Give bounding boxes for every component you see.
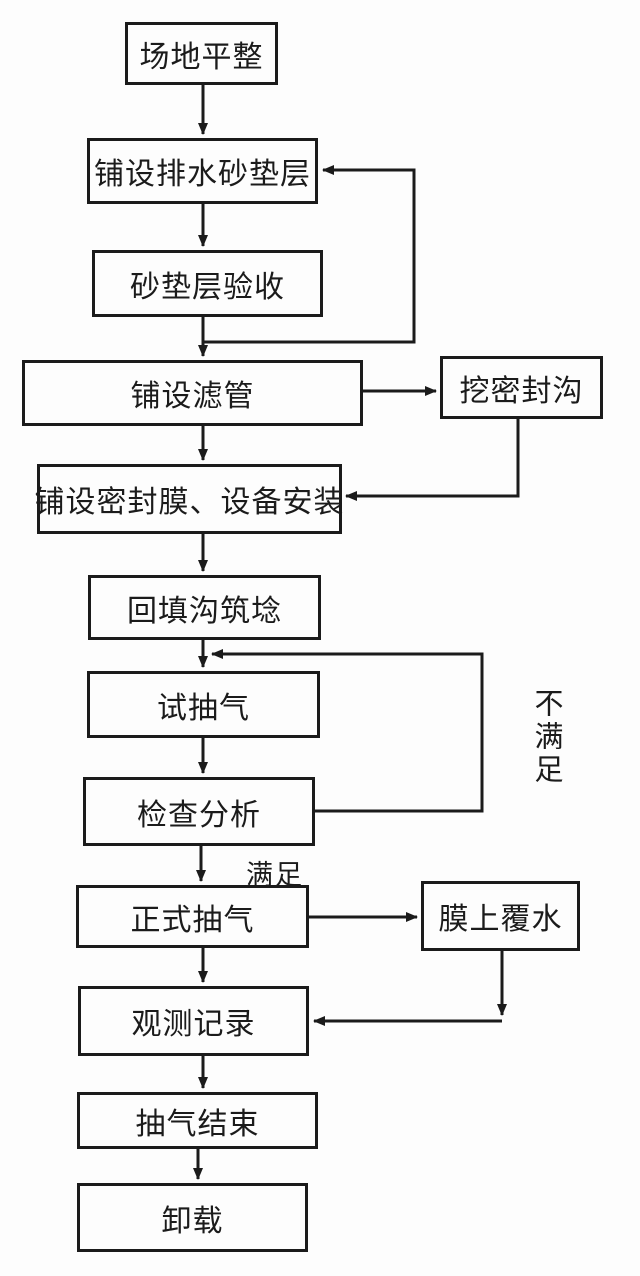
node-sand-cushion-acceptance: 砂垫层验收 <box>92 250 323 317</box>
node-air-pumping-end: 抽气结束 <box>77 1092 318 1149</box>
node-unloading: 卸载 <box>77 1183 308 1252</box>
node-lay-drainage-sand-cushion: 铺设排水砂垫层 <box>87 138 318 204</box>
edge-label-not-satisfied: 不满足 <box>530 688 564 787</box>
edge-sealing-trench-to-membrane <box>345 419 520 501</box>
node-water-cover-on-membrane: 膜上覆水 <box>421 881 580 951</box>
node-dig-sealing-trench: 挖密封沟 <box>440 356 603 419</box>
edge-inspection-feedback-to-trial-pumping <box>211 649 484 813</box>
node-formal-air-pumping: 正式抽气 <box>76 885 309 948</box>
node-lay-sealing-membrane-equipment-installation: 铺设密封膜、设备安装 <box>35 464 344 534</box>
node-backfill-trench-build-levee: 回填沟筑埝 <box>88 575 321 640</box>
node-inspection-analysis: 检查分析 <box>83 777 315 846</box>
node-lay-filter-pipes: 铺设滤管 <box>22 360 363 426</box>
node-trial-air-pumping: 试抽气 <box>87 671 320 738</box>
edge-acceptance-feedback-to-sand-cushion <box>203 165 416 344</box>
node-observation-record: 观测记录 <box>78 986 309 1056</box>
edge-label-satisfied: 满足 <box>246 860 304 891</box>
node-site-leveling: 场地平整 <box>125 22 278 85</box>
